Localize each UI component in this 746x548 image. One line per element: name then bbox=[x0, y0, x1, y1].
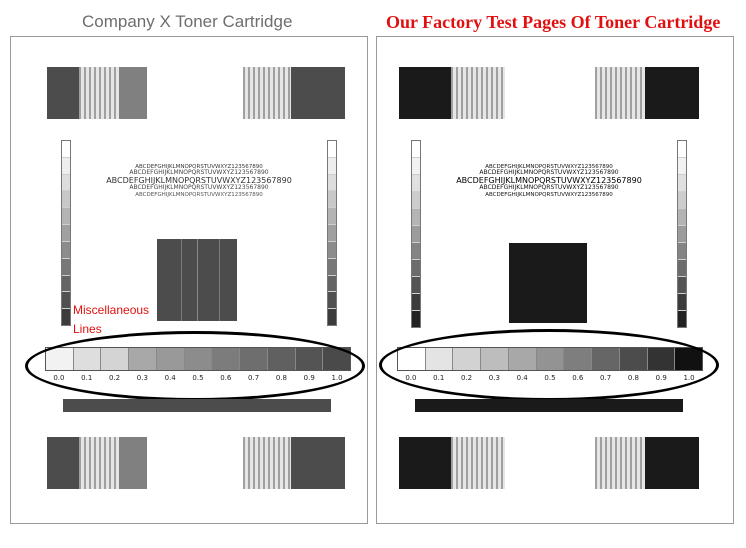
sample-text-line: ABCDEFGHIJKLMNOPQRSTUVWXYZ123567890 bbox=[456, 175, 642, 185]
sample-text-block: ABCDEFGHIJKLMNOPQRSTUVWXYZ123567890 ABCD… bbox=[81, 164, 317, 198]
sample-text-line: ABCDEFGHIJKLMNOPQRSTUVWXYZ123567890 bbox=[135, 164, 263, 170]
center-fill-square bbox=[157, 239, 237, 321]
right-vertical-gray-scale bbox=[327, 140, 337, 326]
sample-text-line: ABCDEFGHIJKLMNOPQRSTUVWXYZ123567890 bbox=[106, 175, 292, 185]
right-vertical-gray-scale bbox=[677, 140, 687, 328]
horizontal-bar bbox=[415, 399, 683, 412]
sample-text-line: ABCDEFGHIJKLMNOPQRSTUVWXYZ123567890 bbox=[129, 169, 269, 177]
annotation-line: Lines bbox=[73, 322, 102, 336]
top-right-pattern-block bbox=[595, 67, 699, 119]
top-right-pattern-block bbox=[243, 67, 345, 119]
highlight-ellipse bbox=[25, 331, 365, 401]
sample-text-line: ABCDEFGHIJKLMNOPQRSTUVWXYZ123567890 bbox=[485, 164, 613, 170]
highlight-ellipse bbox=[379, 329, 719, 401]
right-title: Our Factory Test Pages Of Toner Cartridg… bbox=[386, 12, 721, 32]
bottom-left-pattern-block bbox=[399, 437, 505, 489]
sample-text-line: ABCDEFGHIJKLMNOPQRSTUVWXYZ123567890 bbox=[485, 192, 613, 199]
right-test-page: ABCDEFGHIJKLMNOPQRSTUVWXYZ123567890 ABCD… bbox=[376, 36, 734, 524]
annotation-line: Miscellaneous bbox=[73, 303, 150, 317]
sample-text-line: ABCDEFGHIJKLMNOPQRSTUVWXYZ123567890 bbox=[135, 192, 263, 199]
top-left-pattern-block bbox=[47, 67, 147, 119]
bottom-right-pattern-block bbox=[243, 437, 345, 489]
horizontal-bar bbox=[63, 399, 331, 412]
sample-text-block: ABCDEFGHIJKLMNOPQRSTUVWXYZ123567890 ABCD… bbox=[431, 164, 667, 198]
center-fill-square bbox=[509, 243, 587, 323]
left-test-page: ABCDEFGHIJKLMNOPQRSTUVWXYZ123567890 ABCD… bbox=[10, 36, 368, 524]
bottom-left-pattern-block bbox=[47, 437, 147, 489]
left-vertical-gray-scale bbox=[411, 140, 421, 328]
sample-text-line: ABCDEFGHIJKLMNOPQRSTUVWXYZ123567890 bbox=[479, 184, 619, 192]
left-title: Company X Toner Cartridge bbox=[82, 12, 293, 31]
sample-text-line: ABCDEFGHIJKLMNOPQRSTUVWXYZ123567890 bbox=[129, 184, 269, 192]
left-vertical-gray-scale bbox=[61, 140, 71, 326]
bottom-right-pattern-block bbox=[595, 437, 699, 489]
misc-lines-annotation: Miscellaneous Lines bbox=[73, 301, 149, 339]
sample-text-line: ABCDEFGHIJKLMNOPQRSTUVWXYZ123567890 bbox=[479, 169, 619, 177]
top-left-pattern-block bbox=[399, 67, 505, 119]
